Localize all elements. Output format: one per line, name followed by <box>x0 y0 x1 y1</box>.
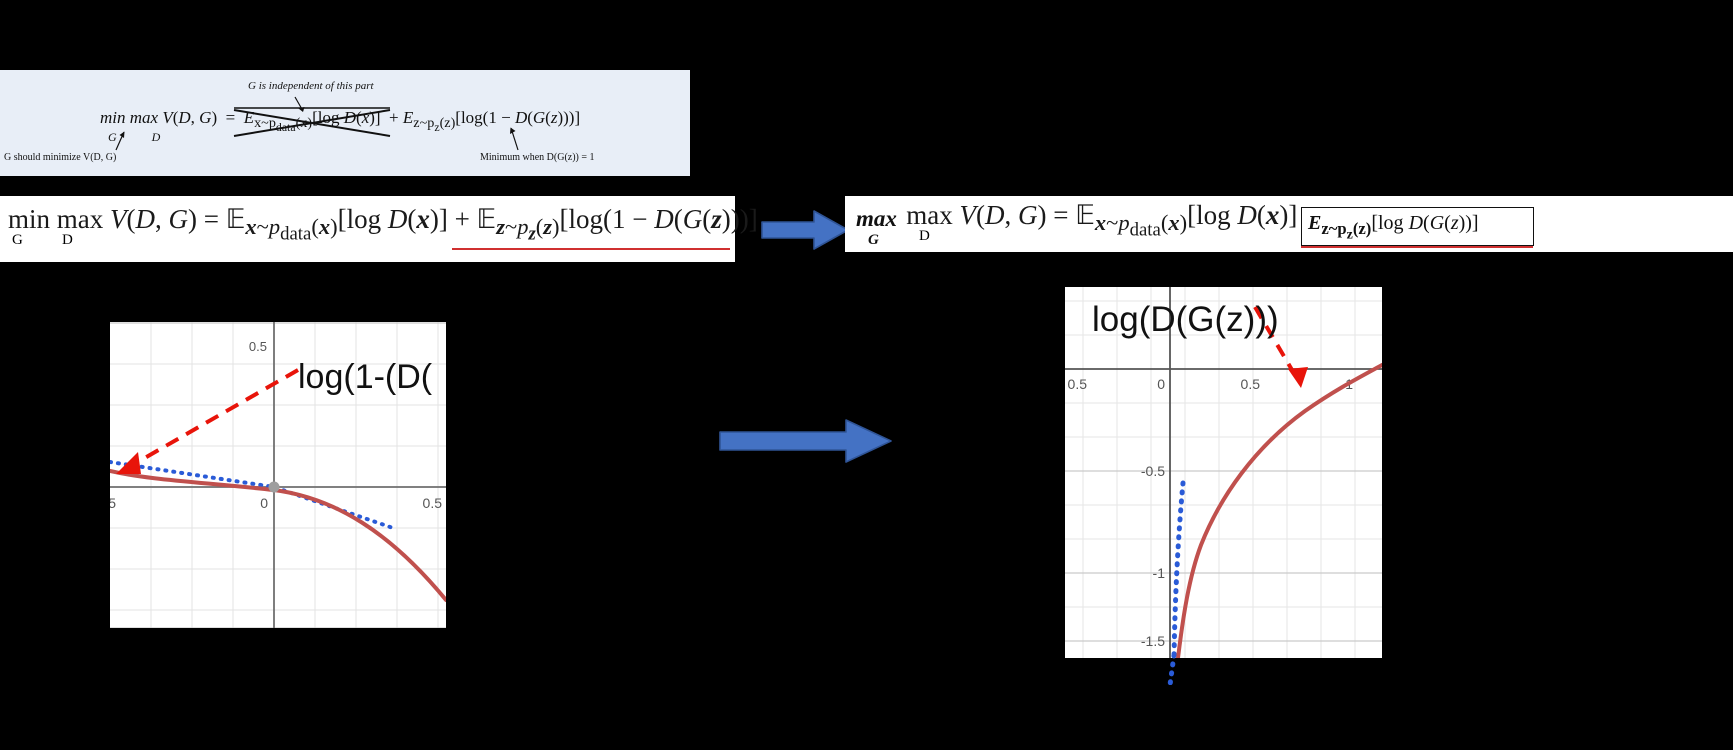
chart-left-canvas: 0.5 0 0.5 -0.5 <box>110 322 446 628</box>
chart-right-curve <box>1176 363 1382 658</box>
equation-right-panel: max max V(D, G) = 𝔼x~pdata(x)[log D(x)] … <box>845 196 1733 252</box>
equation-left-text: min max V(D, G) = 𝔼x~pdata(x)[log D(x)] … <box>8 204 758 245</box>
up-arrow-right-icon <box>510 127 519 151</box>
chart-right-annotation-arrow <box>1253 305 1308 388</box>
equation-right-max-G-subscript: G <box>868 232 879 248</box>
strikethrough-cross-icon <box>233 107 391 137</box>
note-g-should-minimize: G should minimize V(D, G) <box>4 152 117 163</box>
equation-left-sub-G: G <box>12 232 23 248</box>
chart-right-xtick-0.5: 0.5 <box>1241 376 1261 392</box>
equation-right-red-underline <box>1301 246 1533 248</box>
equation-left-panel: min max V(D, G) = 𝔼x~pdata(x)[log D(x)] … <box>0 196 758 262</box>
blue-right-arrow-charts-icon <box>719 419 892 463</box>
chart-right-tangent-line <box>1171 480 1186 658</box>
boxed-generator-term-text: Ez~pz(z)[log D(G(z))] <box>1308 212 1479 243</box>
equation-right-sub-D: D <box>919 228 930 244</box>
chart-left-xtick-0: 0 <box>260 495 268 511</box>
chart-left-annotation-arrow <box>116 368 299 474</box>
chart-log-d-of-g: 0.5 0 0.5 1 -0.5 -1 -1.5 <box>1065 287 1382 658</box>
crossed-equation-subscripts: G D <box>108 130 177 144</box>
chart-right-xtick-0: 0 <box>1157 376 1165 392</box>
chart-right-ytick-neg0.5: -0.5 <box>1141 463 1165 479</box>
note-minimum-when: Minimum when D(G(z)) = 1 <box>480 152 595 163</box>
blue-right-arrow-equations-icon <box>761 210 849 250</box>
chart-right-tangent-tail <box>1167 655 1177 685</box>
chart-right-ytick-neg1: -1 <box>1153 565 1166 581</box>
equation-right-text: max max V(D, G) = 𝔼x~pdata(x)[log D(x)] … <box>899 200 1319 241</box>
equation-left-red-underline <box>452 248 730 250</box>
chart-left-origin-marker <box>268 481 280 493</box>
equation-left-sub-D: D <box>62 232 73 248</box>
chart-left-xtick-0.5: 0.5 <box>423 495 443 511</box>
chart-left-tangent-line <box>110 460 395 530</box>
boxed-generator-term: Ez~pz(z)[log D(G(z))] <box>1301 207 1534 246</box>
chart-right-title: log(D(G(z))) <box>1092 300 1279 339</box>
chart-left-ytick-0.5: 0.5 <box>249 339 267 354</box>
chart-left-xtick-neg0.5: -0.5 <box>110 495 116 511</box>
note-g-independent: G is independent of this part <box>248 80 374 92</box>
equation-right-max-G: max <box>856 206 897 231</box>
chart-log-one-minus-d: 0.5 0 0.5 -0.5 <box>110 322 446 628</box>
chart-left-title: log(1-(D( <box>298 358 433 396</box>
chart-right-canvas: 0.5 0 0.5 1 -0.5 -1 -1.5 <box>1065 287 1382 658</box>
chart-right-ytick-neg1.5: -1.5 <box>1141 633 1165 649</box>
chart-right-xtick-neg0.5: 0.5 <box>1068 376 1088 392</box>
crossed-equation-panel: G is independent of this part min max V(… <box>0 70 690 176</box>
up-arrow-left-icon <box>115 131 125 151</box>
